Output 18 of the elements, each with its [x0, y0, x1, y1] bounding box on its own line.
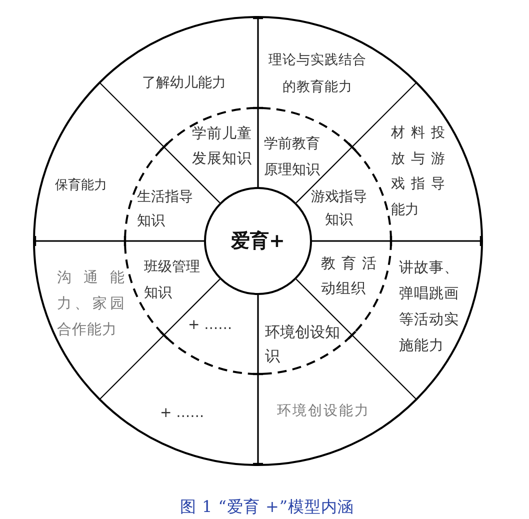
outer-ring-label: 了解幼儿能力 — [142, 72, 226, 94]
inner-ring-label: 教育活动组织 — [321, 252, 377, 302]
inner-ring-label: + …… — [188, 314, 232, 336]
center-label: 爱育+ — [231, 229, 285, 254]
outer-ring-label: 保育能力 — [55, 175, 107, 197]
inner-ring-label: 游戏指导知识 — [309, 186, 369, 232]
inner-ring-label: 学前教育原理知识 — [264, 131, 321, 183]
outer-ring-label: 环境创设能力 — [277, 400, 370, 422]
outer-ring-label: + …… — [160, 402, 204, 424]
outer-ring-label: 材料投放与游戏指导能力 — [391, 121, 445, 223]
inner-ring-label: 班级管理知识 — [144, 254, 202, 306]
inner-ring-label: 环境创设知识 — [265, 321, 342, 369]
outer-ring-label: 理论与实践结合的教育能力 — [268, 47, 367, 101]
inner-ring-label: 学前儿童发展知识 — [192, 122, 252, 172]
figure-caption: 图 1 “爱育 +”模型内涵 — [180, 497, 354, 518]
outer-ring-label: 沟通能力、家园合作能力 — [57, 265, 125, 343]
inner-ring-label: 生活指导知识 — [137, 185, 194, 233]
outer-ring-label: 讲故事、弹唱跳画等活动实施能力 — [399, 255, 466, 359]
